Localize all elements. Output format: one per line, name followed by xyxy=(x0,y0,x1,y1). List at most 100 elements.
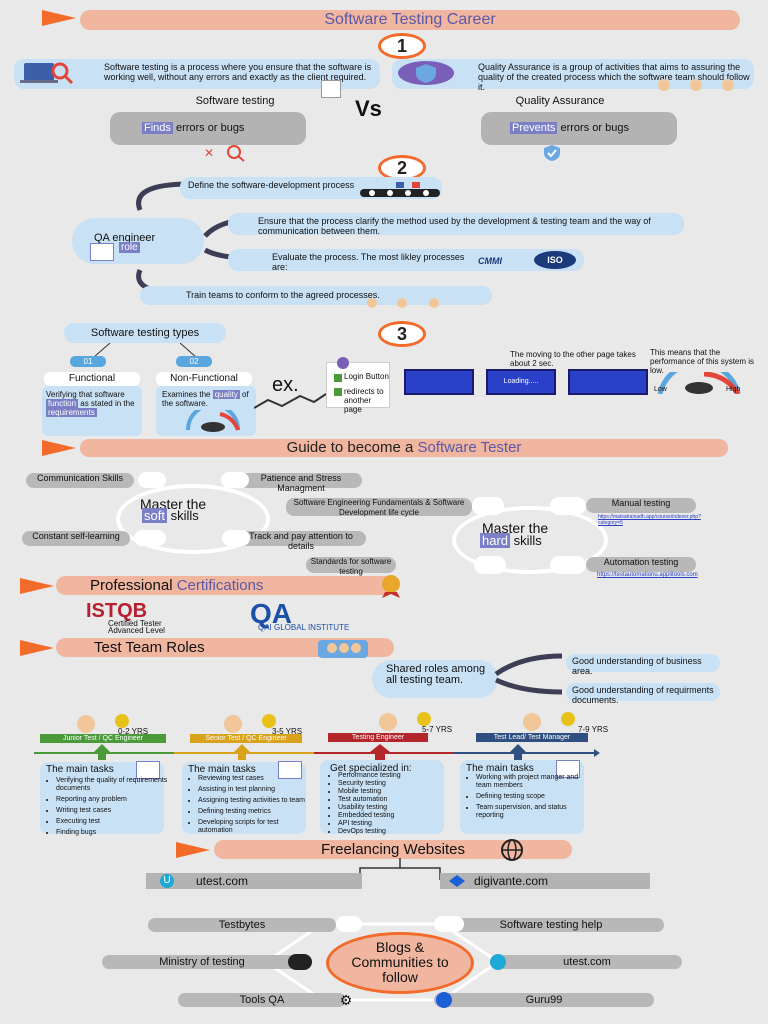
prevents-rest: errors or bugs xyxy=(557,122,629,134)
blogs-center xyxy=(326,932,474,994)
functional-title: Functional xyxy=(44,372,140,386)
nonfunctional-desc: Examines the quality of the software. xyxy=(162,390,249,408)
hard-skills-ring xyxy=(452,506,608,574)
guide-title: Guide to become a Software Tester xyxy=(80,439,728,457)
freelance-site-2[interactable] xyxy=(440,873,650,889)
result-screen-icon xyxy=(568,369,648,395)
istqb-logo: ISTQB xyxy=(86,600,148,622)
soft-skill-1: Communication Skills xyxy=(26,473,134,488)
task-item: Team supervision, and status reporting xyxy=(476,804,590,820)
hard-skills-title: Master the xyxy=(482,520,549,536)
hard-skill-3: Standards for software testing xyxy=(306,557,396,576)
blog-item-3[interactable]: Ministry of testing xyxy=(102,955,302,969)
test-case-card xyxy=(326,362,390,408)
computer-search-icon xyxy=(18,61,76,85)
qa-role-item-3-text: Evaluate the process. The most likley pr… xyxy=(272,252,465,272)
guide-arrow-icon xyxy=(42,440,76,456)
qa-engineer-label: QA engineer xyxy=(94,232,156,244)
trainees-icon xyxy=(362,296,452,308)
software-testing-definition: Software testing is a process where you … xyxy=(104,62,372,82)
task-item: Performance testing xyxy=(338,772,448,780)
check-icon-2 xyxy=(334,388,342,396)
automation-icon xyxy=(550,556,586,574)
communication-icon xyxy=(138,472,166,488)
loading-screen: Loading..... xyxy=(486,369,556,395)
role-card-2-list: Reviewing test cases Assisting in test p… xyxy=(190,775,310,838)
blog-item-4[interactable]: utest.com xyxy=(492,955,682,969)
roles-title: Test Team Roles xyxy=(56,638,394,657)
istqb-sub1: Certified Tester xyxy=(108,619,162,628)
role-card-2-clipboard-icon xyxy=(278,761,302,779)
section-number-1: 1 xyxy=(378,33,426,59)
role-card-3-list: Performance testing Security testing Mob… xyxy=(330,772,448,836)
task-item: Verifying the quality of requirements do… xyxy=(56,777,168,793)
prevents-keyword: Prevents xyxy=(510,122,558,134)
soft-skill-3: Constant self-learning xyxy=(22,531,130,546)
utest-icon: U xyxy=(160,874,174,888)
section-number-2: 2 xyxy=(378,155,426,181)
automation-link[interactable]: https://testautomationu.applitools.com xyxy=(597,572,698,578)
shared-item-1 xyxy=(566,654,720,672)
level-1-years: 0-2 YRS xyxy=(118,727,149,736)
certifications-title: Professional Certifications xyxy=(56,576,396,595)
software-testing-title: Software testing xyxy=(195,95,275,107)
task-item: Finding bugs xyxy=(56,829,168,837)
qa-role-item-2 xyxy=(228,213,684,235)
qai-logo: QA xyxy=(250,598,292,629)
type-tab-01: 01 xyxy=(70,356,106,367)
senior-avatar-icon xyxy=(213,713,283,735)
shared-item-2-text: Good understanding of requirments docume… xyxy=(572,685,714,705)
soft-skill-4: Track and pay attention to details xyxy=(236,531,366,551)
performance-text: This means that the performance of this … xyxy=(650,348,755,375)
blog-item-1[interactable]: Testbytes xyxy=(148,918,336,932)
books-icon xyxy=(472,497,504,515)
checklist-item-2: redirects to another page xyxy=(344,387,384,414)
soft-skills-ring xyxy=(116,484,270,554)
qa-role-item-3 xyxy=(228,249,584,271)
cert-arrow-icon xyxy=(20,578,54,594)
qa-role-item-2-text: Ensure that the process clarify the meth… xyxy=(258,216,651,236)
blogs-center-text: Blogs & Communities to follow xyxy=(351,939,449,985)
hard-skill-4: Automation testing xyxy=(586,557,696,572)
freelance-site-1-label: utest.com xyxy=(196,874,249,888)
ministry-of-testing-icon xyxy=(288,954,312,970)
globe-icon xyxy=(500,838,524,862)
shared-connectors xyxy=(494,653,563,695)
guru99-icon xyxy=(436,992,452,1008)
freelance-site-1[interactable] xyxy=(146,873,362,889)
task-item: API testing xyxy=(338,820,448,828)
task-item: Working with project manger and team mem… xyxy=(476,774,590,790)
finds-keyword: Finds xyxy=(142,122,173,134)
level-4-years: 7-9 YRS xyxy=(578,725,609,734)
attention-icon xyxy=(222,530,250,546)
checklist-icon xyxy=(321,80,341,98)
hard-skill-2: Manual testing xyxy=(586,498,696,513)
freelance-site-2-label: digivante.com xyxy=(474,874,549,888)
manual-testing-link[interactable]: https://matsatrainadh.app/course/indexer… xyxy=(598,514,701,526)
qa-engineer-role-hl: role xyxy=(119,242,140,253)
task-item: Assigning testing activities to team xyxy=(198,797,310,805)
title-arrow-icon xyxy=(42,10,76,26)
level-3-role: Testing Engineer xyxy=(328,733,428,742)
blog-item-6[interactable]: Guru99 xyxy=(434,993,654,1007)
qa-role-item-4-text: Train teams to conform to the agreed pro… xyxy=(186,290,380,300)
check-icon-1 xyxy=(334,374,342,382)
role-card-4-clipboard-icon xyxy=(556,760,580,778)
blog-item-5[interactable]: Tools QA xyxy=(178,993,346,1007)
softwaretestinghelp-icon xyxy=(434,916,464,932)
clipboard-icon xyxy=(90,243,114,261)
task-item: Defining testing metrics xyxy=(198,808,310,816)
prevents-text: Prevents errors or bugs xyxy=(510,122,629,134)
vs-label: Vs xyxy=(355,96,382,121)
example-label: ex. xyxy=(272,374,299,396)
testbytes-icon xyxy=(336,916,362,932)
patience-icon xyxy=(221,472,249,488)
magnifier-x-icon: ✕ xyxy=(204,144,248,162)
testing-types-title: Software testing types xyxy=(64,323,226,343)
level-2-years: 3-5 YRS xyxy=(272,727,303,736)
type-tab-02: 02 xyxy=(176,356,212,367)
blog-item-2[interactable]: Software testing help xyxy=(438,918,664,932)
role-card-4-list: Working with project manger and team mem… xyxy=(468,774,590,823)
manager-avatar-icon xyxy=(512,711,582,733)
process-flow-icon xyxy=(360,182,440,198)
